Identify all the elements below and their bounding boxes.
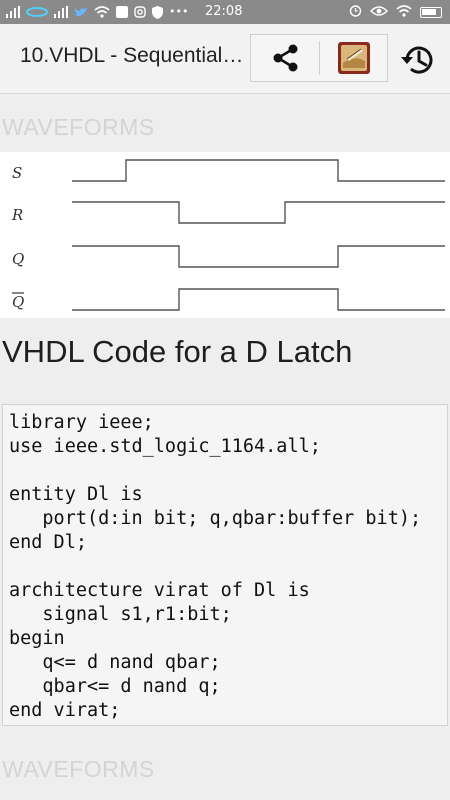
waveform-svg: S R Q Q <box>11 159 445 311</box>
book-app-button[interactable] <box>321 35 387 81</box>
code-block: library ieee; use ieee.std_logic_1164.al… <box>2 404 448 726</box>
signal-icon <box>6 6 20 18</box>
status-left-icons: ••• <box>6 4 188 20</box>
history-icon <box>401 46 433 74</box>
notification-icon <box>116 6 128 18</box>
signal-label: Q <box>12 250 24 268</box>
twitter-icon <box>75 8 87 16</box>
signal-trace <box>72 201 445 224</box>
history-button[interactable] <box>396 38 440 82</box>
waveforms-heading: WAVEFORMS <box>2 114 155 140</box>
signal-label: S <box>12 164 22 182</box>
carrier-logo-icon <box>26 7 48 17</box>
wifi-icon <box>396 4 412 17</box>
instagram-icon <box>134 6 146 18</box>
signal-icon <box>54 6 68 18</box>
page-title: 10.VHDL - Sequential Circuits <box>20 44 245 67</box>
wifi-icon <box>94 6 110 18</box>
alarm-icon <box>349 5 362 17</box>
share-icon <box>273 44 298 72</box>
signal-trace <box>72 245 445 268</box>
book-app-icon <box>338 42 370 74</box>
eye-icon <box>370 5 388 16</box>
action-divider <box>319 41 320 75</box>
status-time: 22:08 <box>205 4 243 19</box>
more-dots-icon: ••• <box>169 5 189 18</box>
signal-trace <box>72 159 445 182</box>
battery-icon <box>420 7 442 18</box>
share-button[interactable] <box>251 35 319 81</box>
signal-label: Q <box>12 293 24 311</box>
app-bar: 10.VHDL - Sequential Circuits <box>0 24 450 94</box>
waveforms-heading-next: WAVEFORMS <box>2 756 155 782</box>
action-group <box>250 34 388 82</box>
code-text: library ieee; use ieee.std_logic_1164.al… <box>9 412 422 721</box>
status-right-icons <box>349 4 442 18</box>
shield-icon <box>152 5 163 19</box>
status-bar: ••• 22:08 <box>0 0 450 24</box>
code-heading: VHDL Code for a D Latch <box>2 334 353 369</box>
signal-label: R <box>11 206 23 224</box>
signal-trace <box>72 288 445 311</box>
waveform-diagram: S R Q Q <box>0 152 450 318</box>
